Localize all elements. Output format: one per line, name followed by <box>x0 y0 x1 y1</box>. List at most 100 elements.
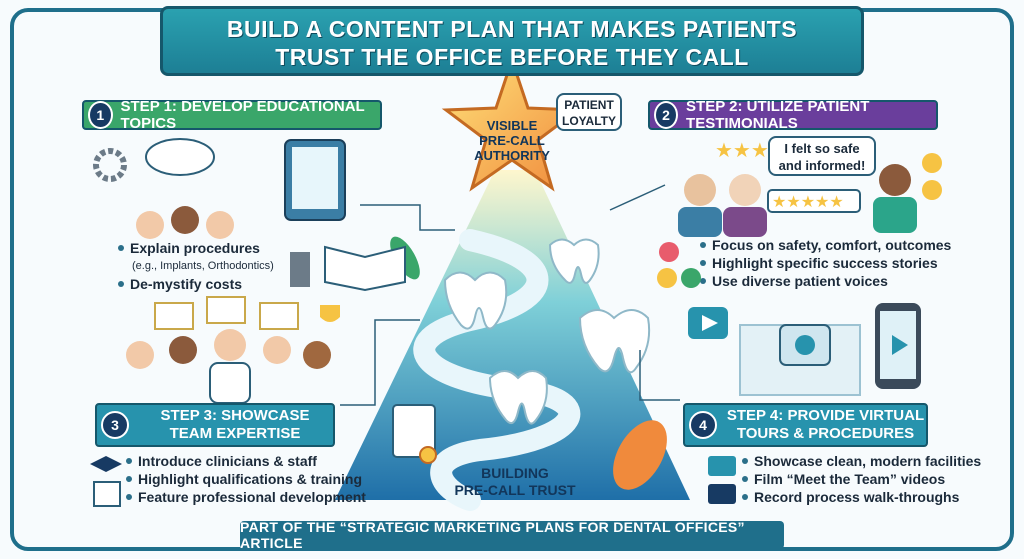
svg-text:★★★: ★★★ <box>715 140 769 162</box>
person-icon <box>684 174 716 206</box>
step-2-tag: 2 STEP 2: UTILIZE PATIENT TESTIMONIALS <box>648 98 938 132</box>
step-4-bullets: Showcase clean, modern facilities Film “… <box>742 452 981 506</box>
bullet-item: Introduce clinicians & staff <box>126 452 366 470</box>
video-icon <box>708 456 736 476</box>
step-1-bullets: Explain procedures (e.g., Implants, Orth… <box>118 239 274 293</box>
step-2-bullets: Focus on safety, comfort, outcomes Highl… <box>700 236 951 290</box>
building-trust-line-1: BUILDING <box>481 465 549 481</box>
smiley-icon <box>922 153 942 173</box>
bullet-item: Focus on safety, comfort, outcomes <box>700 236 951 254</box>
building-trust-label: BUILDING PRE-CALL TRUST <box>440 465 590 499</box>
certificate-icon <box>206 296 246 324</box>
person-body <box>678 207 722 237</box>
certificate-icon <box>154 302 194 330</box>
step-4-number: 4 <box>689 411 717 439</box>
gear-icon <box>93 148 127 182</box>
graduation-cap-icon <box>90 456 122 472</box>
bullet-item: Film “Meet the Team” videos <box>742 470 981 488</box>
quote-line-2: and informed! <box>778 158 866 173</box>
star-label: VISIBLE PRE-CALL AUTHORITY <box>452 118 572 163</box>
camera-icon <box>708 484 736 504</box>
step-4-illustration <box>688 303 921 396</box>
patient-loyalty-bubble: PATIENT LOYALTY <box>556 93 622 131</box>
bullet-item: Highlight specific success stories <box>700 254 951 272</box>
svg-text:★★★★★: ★★★★★ <box>772 194 844 211</box>
heart-icon <box>659 242 679 262</box>
bullet-item: Use diverse patient voices <box>700 272 951 290</box>
step-3-title-line-1: STEP 3: SHOWCASE <box>160 407 310 424</box>
step-1-illustration <box>93 138 346 239</box>
tooth-icon <box>548 238 600 284</box>
bullet-item: Record process walk-throughs <box>742 488 981 506</box>
bullet-item: Explain procedures <box>118 239 274 257</box>
person-icon <box>136 211 164 239</box>
person-icon <box>729 174 761 206</box>
certificate-icon <box>259 302 299 330</box>
person-body <box>723 207 767 237</box>
step-3-illustration <box>126 296 340 404</box>
step-3-title: STEP 3: SHOWCASE TEAM EXPERTISE <box>137 407 333 443</box>
step-2-title: STEP 2: UTILIZE PATIENT TESTIMONIALS <box>686 98 870 132</box>
person-icon <box>879 164 911 196</box>
person-icon <box>206 211 234 239</box>
person-body <box>873 197 917 233</box>
dentist-icon <box>214 329 246 361</box>
step-3-bullets: Introduce clinicians & staff Highlight q… <box>126 452 366 506</box>
person-icon <box>169 336 197 364</box>
trophy-icon <box>320 305 340 322</box>
star-label-line-2: PRE-CALL <box>479 133 545 148</box>
step-4-title: STEP 4: PROVIDE VIRTUAL TOURS & PROCEDUR… <box>725 407 926 443</box>
feedback-icons <box>657 242 701 288</box>
book-icon <box>324 245 406 292</box>
step-4-tag: 4 STEP 4: PROVIDE VIRTUAL TOURS & PROCED… <box>683 403 928 447</box>
title-line-2: TRUST THE OFFICE BEFORE THEY CALL <box>275 44 749 70</box>
rating-card <box>767 189 861 213</box>
diploma-icon <box>93 481 121 507</box>
connector-line <box>360 204 455 231</box>
badge-icon <box>419 446 437 464</box>
step-1-number: 1 <box>88 101 113 129</box>
person-icon <box>126 341 154 369</box>
step-4-title-line-1: STEP 4: PROVIDE VIRTUAL <box>726 407 925 424</box>
bullet-subtext: (e.g., Implants, Orthodontics) <box>132 260 274 272</box>
microscope-icon <box>290 252 310 287</box>
tooth-icon <box>578 309 651 374</box>
star-label-line-3: AUTHORITY <box>474 148 550 163</box>
step-3-number: 3 <box>101 411 129 439</box>
microscope-book-illustration <box>290 245 406 292</box>
connector-line <box>639 350 680 401</box>
step-4-title-line-2: TOURS & PROCEDURES <box>736 425 915 442</box>
step-1-title: STEP 1: DEVELOP EDUCATIONAL TOPICS <box>120 98 365 132</box>
bullet-item: Showcase clean, modern facilities <box>742 452 981 470</box>
bullet-item: Feature professional development <box>126 488 366 506</box>
smiley-icon <box>657 268 677 288</box>
title-banner: BUILD A CONTENT PLAN THAT MAKES PATIENTS… <box>160 6 864 76</box>
person-icon <box>303 341 331 369</box>
smiley-icon <box>922 180 942 200</box>
quote-line-1: I felt so safe <box>784 141 860 156</box>
tooth-icon <box>488 370 548 425</box>
bullet-item: Highlight qualifications & training <box>126 470 366 488</box>
footer-banner: PART OF THE “STRATEGIC MARKETING PLANS F… <box>240 519 784 551</box>
title-line-1: BUILD A CONTENT PLAN THAT MAKES PATIENTS <box>226 16 798 42</box>
step-2-illustration: ★★★ ★★★★★ <box>678 140 942 237</box>
building-trust-line-2: PRE-CALL TRUST <box>454 482 576 498</box>
connector-line <box>609 184 666 211</box>
loyalty-line-2: LOYALTY <box>561 114 616 128</box>
leaf-icon <box>613 420 667 490</box>
step-1-tag: 1 STEP 1: DEVELOP EDUCATIONAL TOPICS <box>82 98 382 132</box>
star-label-line-1: VISIBLE <box>486 118 538 133</box>
person-icon <box>263 336 291 364</box>
tooth-icon <box>443 271 508 330</box>
step-2-number: 2 <box>654 101 679 129</box>
graduation-icons <box>90 456 122 507</box>
media-icons <box>708 456 736 504</box>
tablet-screen <box>292 147 338 209</box>
smiley-icon <box>681 268 701 288</box>
connector-line <box>340 319 420 406</box>
step-3-tag: 3 STEP 3: SHOWCASE TEAM EXPERTISE <box>95 403 335 447</box>
person-icon <box>171 206 199 234</box>
loyalty-line-1: PATIENT <box>564 98 614 112</box>
